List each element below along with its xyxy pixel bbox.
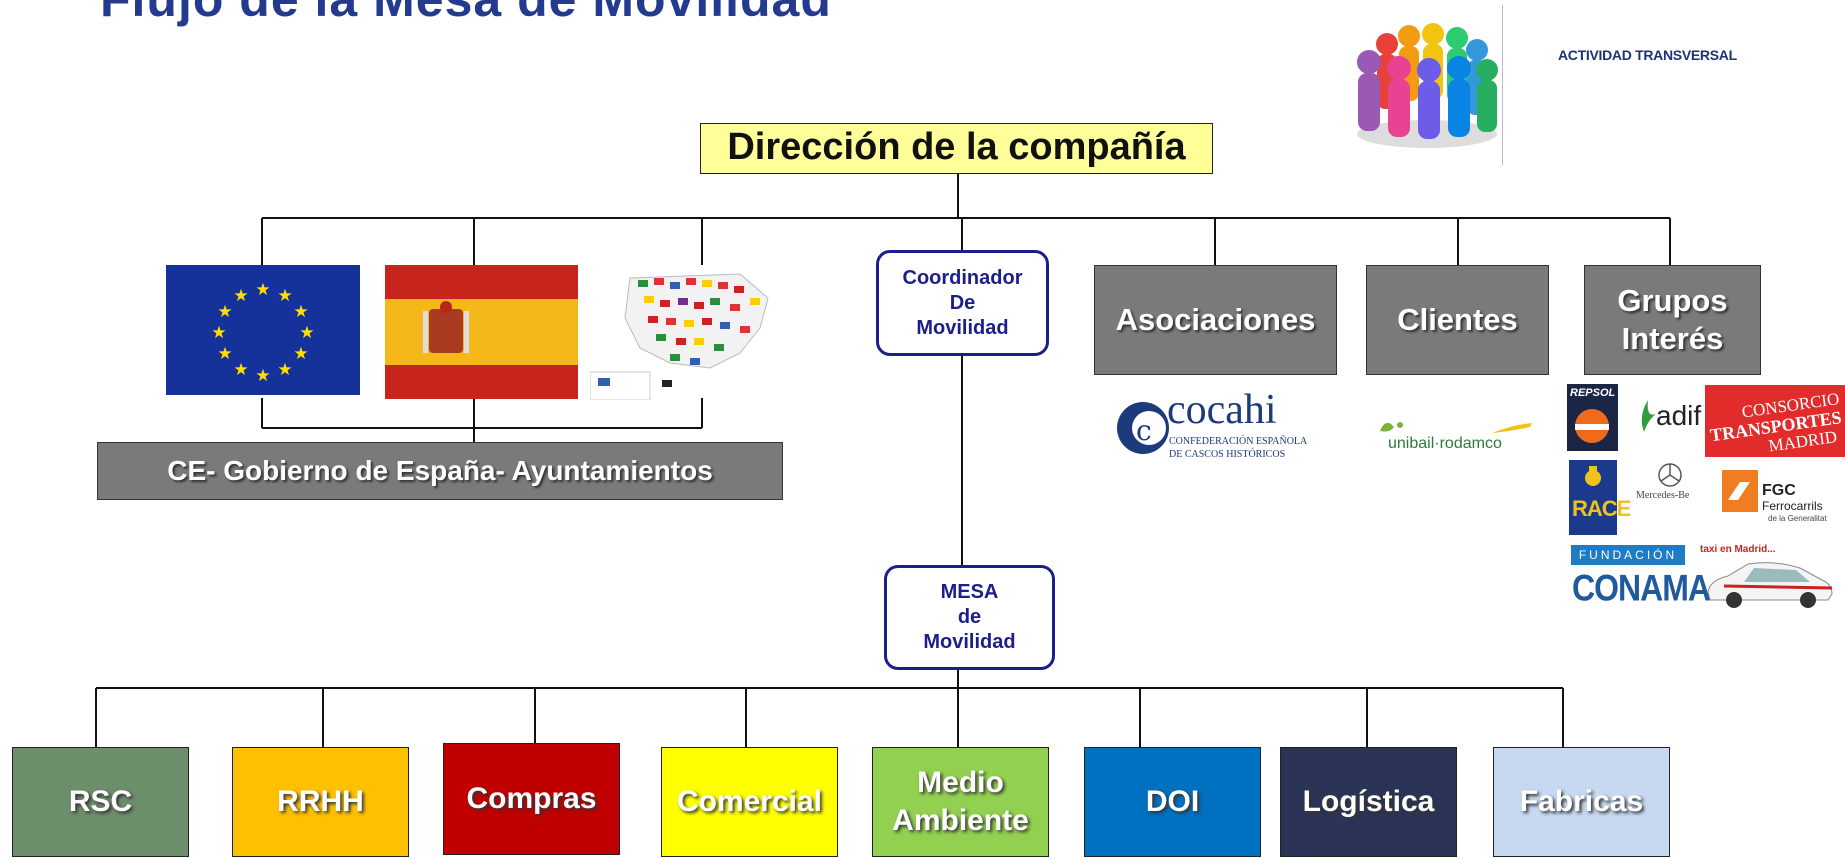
department-comercial-box: Comercial	[661, 747, 838, 857]
repsol-logo: REPSOL	[1567, 384, 1618, 451]
cocahi-emblem-icon: c	[1117, 402, 1169, 454]
medio-ambiente-line1: Medio	[917, 766, 1004, 799]
interest-groups-line1: Grupos	[1617, 283, 1728, 318]
svg-text:★: ★	[293, 344, 308, 364]
interest-groups-line2: Interés	[1621, 321, 1724, 356]
fgc-line2: Ferrocarrils	[1762, 499, 1823, 513]
unibail-swoosh-icon	[1492, 423, 1532, 433]
svg-text:★: ★	[211, 323, 226, 343]
department-doi-box: DOI	[1084, 747, 1261, 857]
svg-text:★: ★	[217, 302, 232, 322]
adif-logo: adif	[1636, 398, 1706, 438]
unibail-logo: unibail·rodamco	[1374, 413, 1539, 458]
mesa-line1: MESA	[940, 581, 999, 603]
mobility-coordinator-box: Coordinador De Movilidad	[876, 250, 1049, 356]
page-title: Flujo de la Mesa de Movilidad	[100, 0, 832, 28]
taxi-car-icon	[1707, 562, 1833, 608]
svg-text:★: ★	[233, 360, 248, 380]
mercedes-logo: Mercedes-Be	[1630, 458, 1705, 508]
department-rrhh-box: RRHH	[232, 747, 409, 857]
consorcio-transportes-logo: CONSORCIO TRANSPORTES MADRID	[1705, 385, 1845, 457]
department-fabricas-box: Fabricas	[1493, 747, 1670, 857]
spain-regions-map-image	[590, 273, 769, 400]
coordinator-line3: Movilidad	[916, 316, 1009, 339]
conama-logo: FUNDACIÓN CONAMA	[1571, 545, 1711, 613]
svg-text:c: c	[1136, 414, 1152, 447]
svg-text:★: ★	[293, 302, 308, 322]
unibail-name: unibail·rodamco	[1388, 435, 1502, 452]
repsol-emblem-icon	[1575, 409, 1609, 443]
cocahi-sub2: DE CASCOS HISTÓRICOS	[1169, 449, 1286, 460]
department-medio-ambiente-box: Medio Ambiente	[872, 747, 1049, 857]
spain-flag-image	[385, 265, 578, 399]
associations-box: Asociaciones	[1094, 265, 1337, 375]
coordinator-line2: De	[949, 291, 976, 314]
conama-line1: FUNDACIÓN	[1571, 545, 1685, 565]
fgc-emblem-icon	[1722, 470, 1758, 512]
race-name: RACE	[1572, 496, 1631, 521]
department-rsc-box: RSC	[12, 747, 189, 857]
svg-text:★: ★	[277, 286, 292, 306]
race-logo: RACE	[1569, 460, 1631, 535]
svg-text:★: ★	[217, 344, 232, 364]
svg-text:★: ★	[255, 280, 270, 300]
unibail-mark-icon	[1380, 422, 1403, 432]
department-compras-box: Compras	[443, 743, 620, 855]
taxi-madrid-logo: taxi en Madrid...	[1698, 544, 1845, 614]
mesa-line3: Movilidad	[923, 631, 1016, 653]
svg-text:★: ★	[299, 323, 314, 343]
eu-flag-image: ★★★ ★★★ ★★★ ★★★	[166, 265, 360, 395]
repsol-name: REPSOL	[1570, 387, 1616, 399]
cocahi-name: cocahi	[1167, 387, 1277, 433]
team-circle-illustration	[1357, 23, 1498, 148]
adif-name: adif	[1656, 400, 1702, 431]
government-box: CE- Gobierno de España- Ayuntamientos	[97, 442, 783, 500]
mobility-table-box: MESA de Movilidad	[884, 565, 1055, 670]
header-divider	[1502, 5, 1503, 165]
adif-leaf-icon	[1641, 400, 1656, 432]
svg-text:★: ★	[255, 366, 270, 386]
medio-ambiente-line2: Ambiente	[892, 804, 1029, 837]
mercedes-star-icon	[1658, 463, 1682, 487]
fgc-logo: FGC Ferrocarrils de la Generalitat	[1722, 466, 1845, 532]
taxi-name: taxi en Madrid...	[1700, 544, 1776, 555]
company-direction-box: Dirección de la compañía	[700, 123, 1213, 174]
svg-text:★: ★	[277, 360, 292, 380]
clients-box: Clientes	[1366, 265, 1549, 375]
coordinator-line1: Coordinador	[902, 266, 1023, 289]
department-logistica-box: Logística	[1280, 747, 1457, 857]
svg-text:★: ★	[233, 286, 248, 306]
mesa-line2: de	[957, 606, 982, 628]
cocahi-sub1: CONFEDERACIÓN ESPAÑOLA	[1169, 436, 1308, 447]
interest-groups-box: Grupos Interés	[1584, 265, 1761, 375]
fgc-line3: de la Generalitat	[1768, 514, 1827, 523]
activity-tag: ACTIVIDAD TRANSVERSAL	[1558, 47, 1737, 63]
fgc-line1: FGC	[1762, 482, 1796, 499]
cocahi-logo: c cocahi CONFEDERACIÓN ESPAÑOLA DE CASCO…	[1115, 387, 1307, 468]
race-crown-icon	[1585, 466, 1601, 486]
mercedes-name: Mercedes-Be	[1636, 490, 1690, 501]
conama-line2: CONAMA	[1572, 567, 1711, 609]
